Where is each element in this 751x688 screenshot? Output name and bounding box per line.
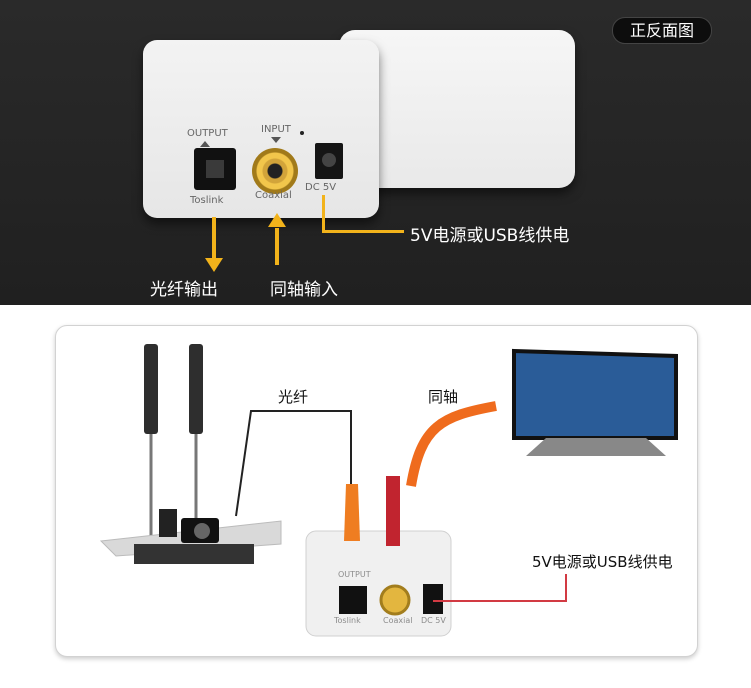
power-line-vertical [322, 195, 325, 233]
optical-arrow-icon [205, 258, 223, 272]
coax-plug [386, 476, 400, 546]
phone [159, 509, 177, 537]
television [512, 348, 678, 440]
home-theater-unit [134, 544, 254, 564]
view-badge: 正反面图 [612, 17, 712, 44]
fiber-label: 光纤 [278, 388, 309, 406]
coax-line [275, 228, 279, 265]
bottom-dc-label: DC 5V [421, 616, 446, 625]
input-arrow-icon [271, 137, 281, 143]
diagram-dc-port [423, 584, 443, 614]
input-label: INPUT [261, 124, 291, 135]
optical-caption: 光纤输出 [150, 280, 218, 300]
power-indicator [300, 131, 304, 135]
converter-front-box: OUTPUT INPUT Toslink Coaxial DC 5V [143, 40, 379, 218]
toslink-label: Toslink [190, 195, 224, 206]
dc-power-port [315, 143, 343, 179]
coaxial-port [252, 148, 298, 194]
coax-caption: 同轴输入 [270, 280, 338, 300]
connection-diagram: 光纤 同轴 5V电源或USB线供电 OUTPUT Toslink Coaxial… [55, 325, 698, 657]
coax-label: 同轴 [428, 388, 459, 406]
optical-plug [344, 484, 360, 541]
product-photo-top: 正反面图 OUTPUT INPUT Toslink Coaxial DC 5V … [0, 0, 751, 305]
camera-lens-icon [194, 523, 210, 539]
diagram-coax-port [379, 584, 411, 616]
bottom-toslink-label: Toslink [334, 616, 361, 625]
coax-arrow-icon [268, 213, 286, 227]
optical-line [212, 217, 216, 265]
diagram-toslink-port [339, 586, 367, 614]
left-speaker [144, 344, 158, 434]
fiber-cable [235, 410, 352, 517]
coaxial-label: Coaxial [255, 190, 292, 201]
output-arrow-icon [200, 141, 210, 147]
bottom-coaxial-label: Coaxial [383, 616, 413, 625]
coax-cable [406, 401, 497, 487]
dc-label: DC 5V [305, 182, 337, 193]
power-wire [433, 574, 567, 602]
output-label: OUTPUT [187, 128, 228, 139]
right-speaker [189, 344, 203, 434]
bottom-output-label: OUTPUT [338, 570, 371, 579]
tv-stand [526, 438, 666, 456]
power-line-horizontal [322, 230, 404, 233]
power-caption: 5V电源或USB线供电 [410, 226, 570, 246]
toslink-port [194, 148, 236, 190]
diagram-illustration [99, 344, 678, 637]
bottom-power-caption: 5V电源或USB线供电 [532, 553, 673, 571]
